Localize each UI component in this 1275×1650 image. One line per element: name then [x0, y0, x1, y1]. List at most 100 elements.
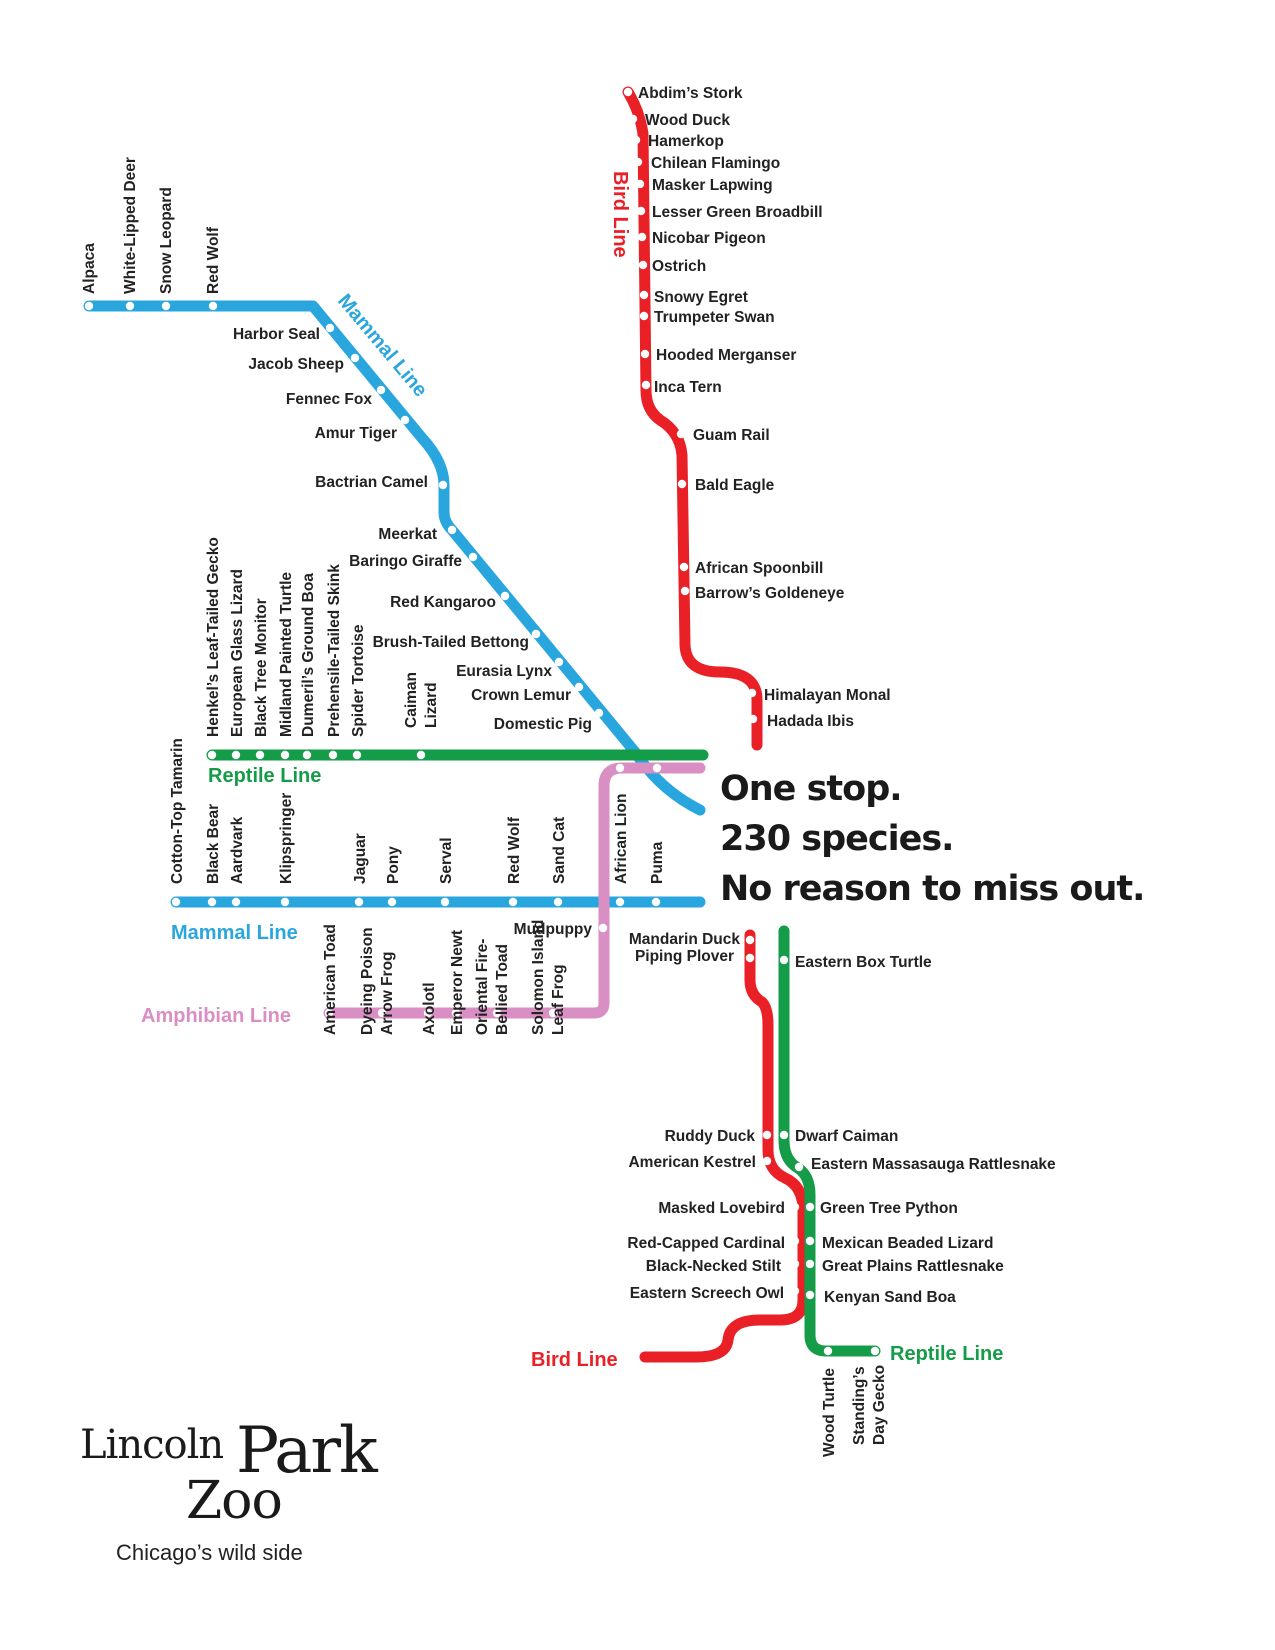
station-dot-red-wolf[interactable]	[508, 897, 518, 907]
station-dot-henkel-s-leaf-tailed-gecko[interactable]	[207, 750, 217, 760]
station-label-inca-tern: Inca Tern	[654, 379, 722, 396]
station-dot-amur-tiger[interactable]	[400, 415, 410, 425]
station-dot-masker-lapwing[interactable]	[635, 179, 645, 189]
station-dot-mexican-beaded-lizard[interactable]	[805, 1236, 815, 1246]
station-dot-barrow-s-goldeneye[interactable]	[680, 586, 690, 596]
tagline-line-1: One stop.	[720, 769, 902, 809]
station-dot-harbor-seal[interactable]	[325, 323, 335, 333]
station-label-green-tree-python: Green Tree Python	[820, 1200, 958, 1217]
station-dot-jaguar[interactable]	[354, 897, 364, 907]
station-label-wood-duck: Wood Duck	[645, 112, 730, 129]
station-label-piping-plover: Piping Plover	[635, 948, 734, 965]
station-dot-crown-lemur[interactable]	[574, 682, 584, 692]
station-dot-eastern-massasauga-rattlesnake[interactable]	[794, 1162, 804, 1172]
station-label-african-spoonbill: African Spoonbill	[695, 560, 823, 577]
station-dot-caiman-lizard[interactable]	[416, 750, 426, 760]
station-dot-abdim-s-stork[interactable]	[623, 87, 633, 97]
station-dot-snow-leopard[interactable]	[161, 301, 171, 311]
station-dot-mandarin-duck[interactable]	[745, 935, 755, 945]
station-dot-bactrian-camel[interactable]	[438, 480, 448, 490]
station-label-ostrich: Ostrich	[652, 258, 706, 275]
station-label-brush-tailed-bettong: Brush-Tailed Bettong	[373, 634, 529, 651]
station-label-fennec-fox: Fennec Fox	[286, 391, 373, 408]
station-dot-dwarf-caiman[interactable]	[779, 1130, 789, 1140]
station-dot-masked-lovebird[interactable]	[790, 1202, 800, 1212]
station-dot-american-kestrel[interactable]	[762, 1156, 772, 1166]
station-dot-hamerkop[interactable]	[631, 135, 641, 145]
station-dot-ruddy-duck[interactable]	[762, 1130, 772, 1140]
station-dot-red-kangaroo[interactable]	[500, 591, 510, 601]
station-dot-great-plains-rattlesnake[interactable]	[805, 1259, 815, 1269]
logo-word-lincoln: Lincoln	[80, 1422, 223, 1468]
station-dot-black-necked-stilt[interactable]	[790, 1259, 800, 1269]
station-dot-lesser-green-broadbill[interactable]	[636, 206, 646, 216]
station-dot-snowy-egret[interactable]	[639, 290, 649, 300]
station-dot-eastern-box-turtle[interactable]	[779, 955, 789, 965]
station-dot-hooded-merganser[interactable]	[640, 349, 650, 359]
station-dot-european-glass-lizard[interactable]	[231, 750, 241, 760]
station-dot-mudpuppy[interactable]	[598, 923, 608, 933]
station-dot-black-tree-monitor[interactable]	[255, 750, 265, 760]
station-dot-green-tree-python[interactable]	[805, 1202, 815, 1212]
station-dot-cotton-top-tamarin[interactable]	[171, 897, 181, 907]
station-dot-ostrich[interactable]	[638, 260, 648, 270]
logo-word-zoo: Zoo	[186, 1471, 282, 1531]
station-dot-red-wolf[interactable]	[208, 301, 218, 311]
station-dot-black-bear[interactable]	[207, 897, 217, 907]
station-dot-american-toad[interactable]	[324, 1008, 334, 1018]
station-dot-pony[interactable]	[387, 897, 397, 907]
station-dot-eastern-screech-owl[interactable]	[790, 1286, 800, 1296]
station-dot-prehensile-tailed-skink[interactable]	[328, 750, 338, 760]
station-dot-alpaca[interactable]	[84, 301, 94, 311]
station-dot-dyeing-poison[interactable]	[377, 1008, 387, 1018]
station-dot-white-lipped-deer[interactable]	[125, 301, 135, 311]
station-label-mexican-beaded-lizard: Mexican Beaded Lizard	[822, 1235, 993, 1252]
station-dot-trumpeter-swan[interactable]	[639, 311, 649, 321]
station-dot-wood-duck[interactable]	[628, 114, 638, 124]
station-dot-african-spoonbill[interactable]	[679, 562, 689, 572]
station-dot-piping-plover[interactable]	[745, 953, 755, 963]
station-label-european-glass-lizard: European Glass Lizard	[229, 569, 246, 737]
station-dot-guam-rail[interactable]	[676, 429, 686, 439]
station-dot-oriental-fire[interactable]	[492, 1008, 502, 1018]
station-dot-wood-turtle[interactable]	[823, 1346, 833, 1356]
station-dot-hadada-ibis[interactable]	[748, 714, 758, 724]
station-dot-puma[interactable]	[651, 897, 661, 907]
station-dot-aardvark[interactable]	[231, 897, 241, 907]
station-dot-spider-tortoise[interactable]	[352, 750, 362, 760]
station-dot-solomon-island[interactable]	[548, 1008, 558, 1018]
station-dot-sand-cat[interactable]	[553, 897, 563, 907]
station-dot-amphibian-junction-1[interactable]	[615, 763, 625, 773]
amphibian-line-label: Amphibian Line	[141, 1005, 291, 1027]
logo-subtitle: Chicago’s wild side	[116, 1540, 303, 1565]
reptile-line-label-bottom: Reptile Line	[890, 1343, 1003, 1365]
station-label-prehensile-tailed-skink: Prehensile-Tailed Skink	[326, 564, 343, 737]
station-dot-domestic-pig[interactable]	[594, 708, 604, 718]
station-dot-nicobar-pigeon[interactable]	[637, 232, 647, 242]
station-dot-baringo-giraffe[interactable]	[468, 552, 478, 562]
station-dot-dumeril-s-ground-boa[interactable]	[302, 750, 312, 760]
station-label-harbor-seal: Harbor Seal	[233, 326, 320, 343]
station-label-oriental-fire-1: Bellied Toad	[494, 944, 511, 1035]
station-label-black-necked-stilt: Black-Necked Stilt	[646, 1258, 781, 1275]
bird-line-label-bottom: Bird Line	[531, 1349, 618, 1371]
station-dot-african-lion[interactable]	[615, 897, 625, 907]
station-dot-klipspringer[interactable]	[280, 897, 290, 907]
station-dot-bald-eagle[interactable]	[677, 479, 687, 489]
station-dot-amphibian-junction-2[interactable]	[652, 763, 662, 773]
station-dot-emperor-newt[interactable]	[451, 1008, 461, 1018]
station-dot-himalayan-monal[interactable]	[747, 688, 757, 698]
station-dot-red-capped-cardinal[interactable]	[790, 1236, 800, 1246]
station-dot-jacob-sheep[interactable]	[350, 353, 360, 363]
station-dot-chilean-flamingo[interactable]	[633, 157, 643, 167]
station-dot-midland-painted-turtle[interactable]	[280, 750, 290, 760]
station-dot-meerkat[interactable]	[447, 525, 457, 535]
station-dot-eurasia-lynx[interactable]	[554, 657, 564, 667]
station-dot-brush-tailed-bettong[interactable]	[531, 629, 541, 639]
station-dot-fennec-fox[interactable]	[376, 385, 386, 395]
station-dot-axolotl[interactable]	[423, 1008, 433, 1018]
station-dot-standing-s[interactable]	[870, 1346, 880, 1356]
station-dot-kenyan-sand-boa[interactable]	[805, 1290, 815, 1300]
station-dot-inca-tern[interactable]	[641, 380, 651, 390]
station-dot-serval[interactable]	[440, 897, 450, 907]
